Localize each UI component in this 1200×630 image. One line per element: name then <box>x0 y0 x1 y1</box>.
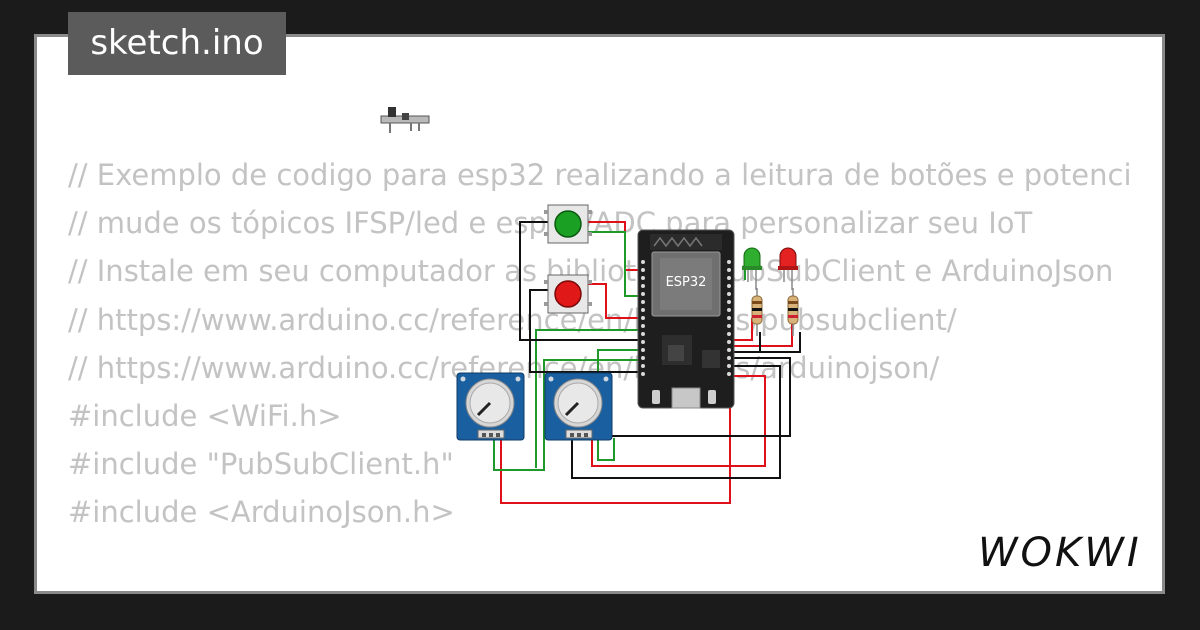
resistor-1[interactable] <box>751 288 763 336</box>
brand-name: WOKWI <box>978 530 1142 576</box>
code-line: #include <ArduinoJson.h> <box>68 495 455 530</box>
led-green[interactable] <box>742 247 762 290</box>
code-line: // Exemplo de codigo para esp32 realizan… <box>68 158 1132 192</box>
resistor-2[interactable] <box>787 288 799 336</box>
code-line: #include "PubSubClient.h" <box>68 447 454 482</box>
board-label: ESP32 <box>666 275 707 290</box>
led-red[interactable] <box>778 247 798 290</box>
preview-card: // Exemplo de codigo para esp32 realizan… <box>34 34 1165 594</box>
code-line: // https://www.arduino.cc/reference/en/l… <box>68 302 957 337</box>
code-preview: // Exemplo de codigo para esp32 realizan… <box>68 151 1132 591</box>
esp32-board[interactable]: ESP32 <box>637 229 735 409</box>
wires-green <box>493 231 746 471</box>
slide-switch-icon[interactable] <box>380 107 430 133</box>
wokwi-logo-icon: WOKWI <box>978 530 1142 576</box>
push-button-red[interactable] <box>544 274 592 314</box>
potentiometer-2[interactable] <box>544 372 613 441</box>
code-line: #include <WiFi.h> <box>68 398 342 433</box>
project-title[interactable]: sketch.ino <box>68 12 286 75</box>
potentiometer-1[interactable] <box>456 372 525 441</box>
push-button-green[interactable] <box>544 204 592 244</box>
